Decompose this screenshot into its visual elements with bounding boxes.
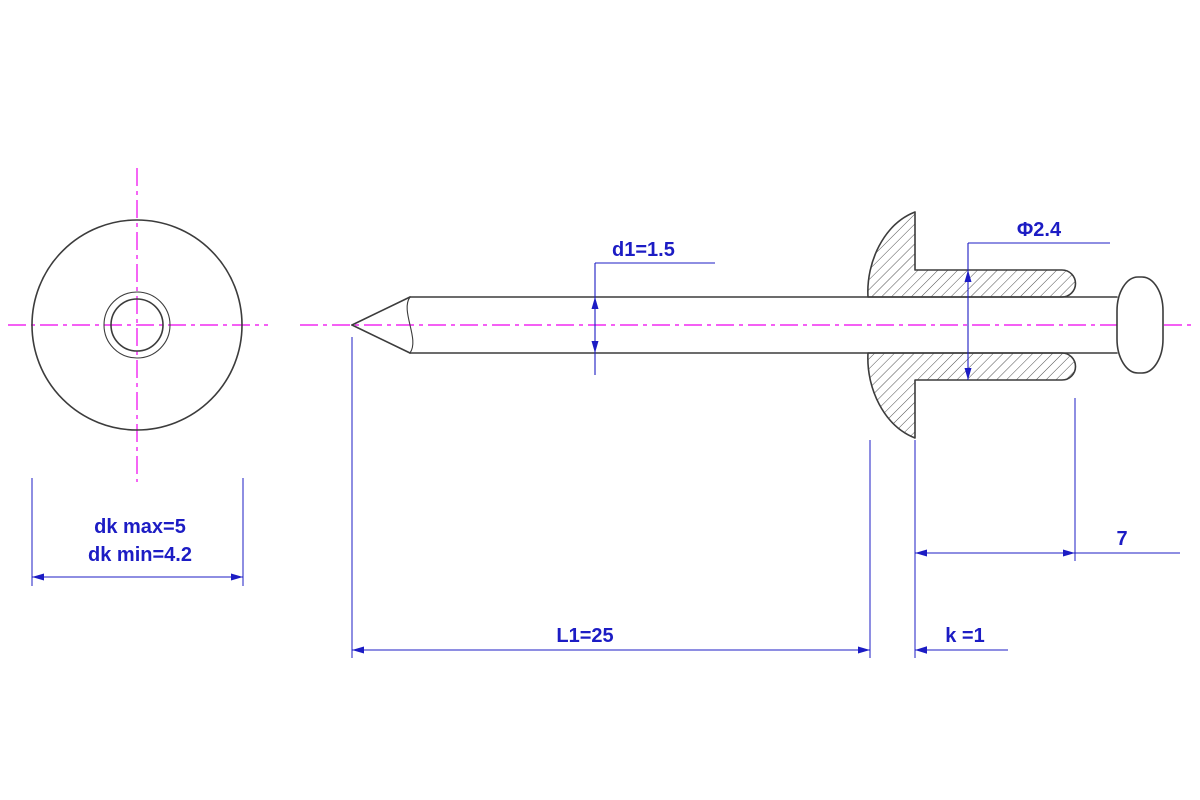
k-label: k =1 bbox=[945, 625, 984, 647]
dimension-L1: L1=25 bbox=[351, 337, 871, 658]
dimension-dk: dk max=5 dk min=4.2 bbox=[31, 478, 244, 586]
rivet-body-section bbox=[867, 211, 1077, 439]
mandrel-hole-circle bbox=[110, 298, 164, 352]
rivet-head-outer-circle bbox=[31, 219, 243, 431]
mandrel-hole-chamfer-circle bbox=[103, 291, 171, 359]
mandrel-tip-upper-edge bbox=[351, 296, 411, 326]
rivet-body-lower-section bbox=[867, 352, 1077, 439]
mandrel-tip-lower-edge bbox=[351, 324, 411, 354]
dimension-d1: d1=1.5 bbox=[591, 239, 715, 375]
dimension-k: k =1 bbox=[914, 440, 1008, 658]
L1-label: L1=25 bbox=[556, 625, 613, 647]
d1-label: d1=1.5 bbox=[612, 239, 675, 261]
d1-arrow-up bbox=[591, 297, 599, 309]
k-arrow-left-pointing bbox=[915, 646, 927, 654]
dimension-diameter: Φ2.4 bbox=[964, 219, 1110, 380]
diameter-arrow-down bbox=[964, 368, 972, 380]
dimension-body-length: 7 bbox=[915, 398, 1180, 561]
diameter-arrow-up bbox=[964, 270, 972, 282]
dk-min-label: dk min=4.2 bbox=[88, 544, 192, 566]
body-length-label: 7 bbox=[1116, 528, 1127, 550]
mandrel-tip-break-line bbox=[406, 296, 414, 354]
front-view: dk max=5 dk min=4.2 bbox=[8, 168, 268, 586]
diameter-label: Φ2.4 bbox=[1017, 219, 1062, 241]
mandrel-head bbox=[1116, 276, 1164, 374]
dk-max-label: dk max=5 bbox=[94, 516, 186, 538]
side-view: d1=1.5 Φ2.4 7 L1=25 bbox=[300, 211, 1192, 658]
rivet-body-upper-section bbox=[867, 211, 1077, 298]
d1-arrow-down bbox=[591, 341, 599, 353]
